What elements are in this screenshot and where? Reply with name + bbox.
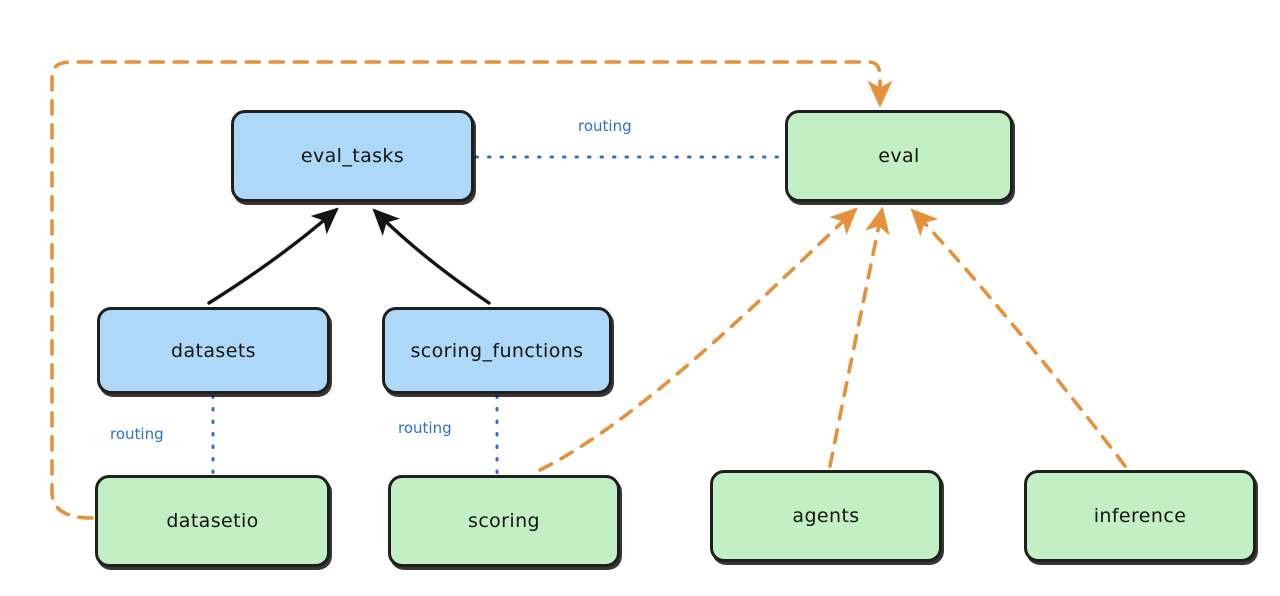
node-label-eval-tasks: eval_tasks xyxy=(300,145,405,167)
edge-label-routing-datasets-datasetio: routing xyxy=(110,425,164,443)
node-label-datasetio: datasetio xyxy=(166,510,259,532)
node-scoring[interactable]: scoring xyxy=(388,475,620,567)
edge-datasets-to-eval-tasks xyxy=(207,207,339,305)
edge-label-routing-scoring-functions-scoring: routing xyxy=(398,419,452,437)
node-inference[interactable]: inference xyxy=(1024,470,1256,562)
node-label-eval: eval xyxy=(878,145,920,167)
node-label-scoring-functions: scoring_functions xyxy=(410,339,584,362)
edge-scoring-functions-to-eval-tasks xyxy=(372,208,491,305)
edge-inference-to-eval xyxy=(910,208,1127,468)
node-scoring-functions[interactable]: scoring_functions xyxy=(382,307,612,394)
node-label-agents: agents xyxy=(792,505,860,527)
node-agents[interactable]: agents xyxy=(710,470,942,562)
node-eval-tasks[interactable]: eval_tasks xyxy=(231,110,474,202)
node-eval[interactable]: eval xyxy=(785,110,1013,202)
node-datasetio[interactable]: datasetio xyxy=(95,475,330,567)
node-label-inference: inference xyxy=(1093,505,1187,527)
node-label-scoring: scoring xyxy=(468,510,540,532)
node-label-datasets: datasets xyxy=(171,339,256,362)
edge-label-routing-eval-tasks-eval: routing xyxy=(578,117,632,135)
edge-agents-to-eval xyxy=(828,206,890,468)
node-datasets[interactable]: datasets xyxy=(97,307,330,394)
